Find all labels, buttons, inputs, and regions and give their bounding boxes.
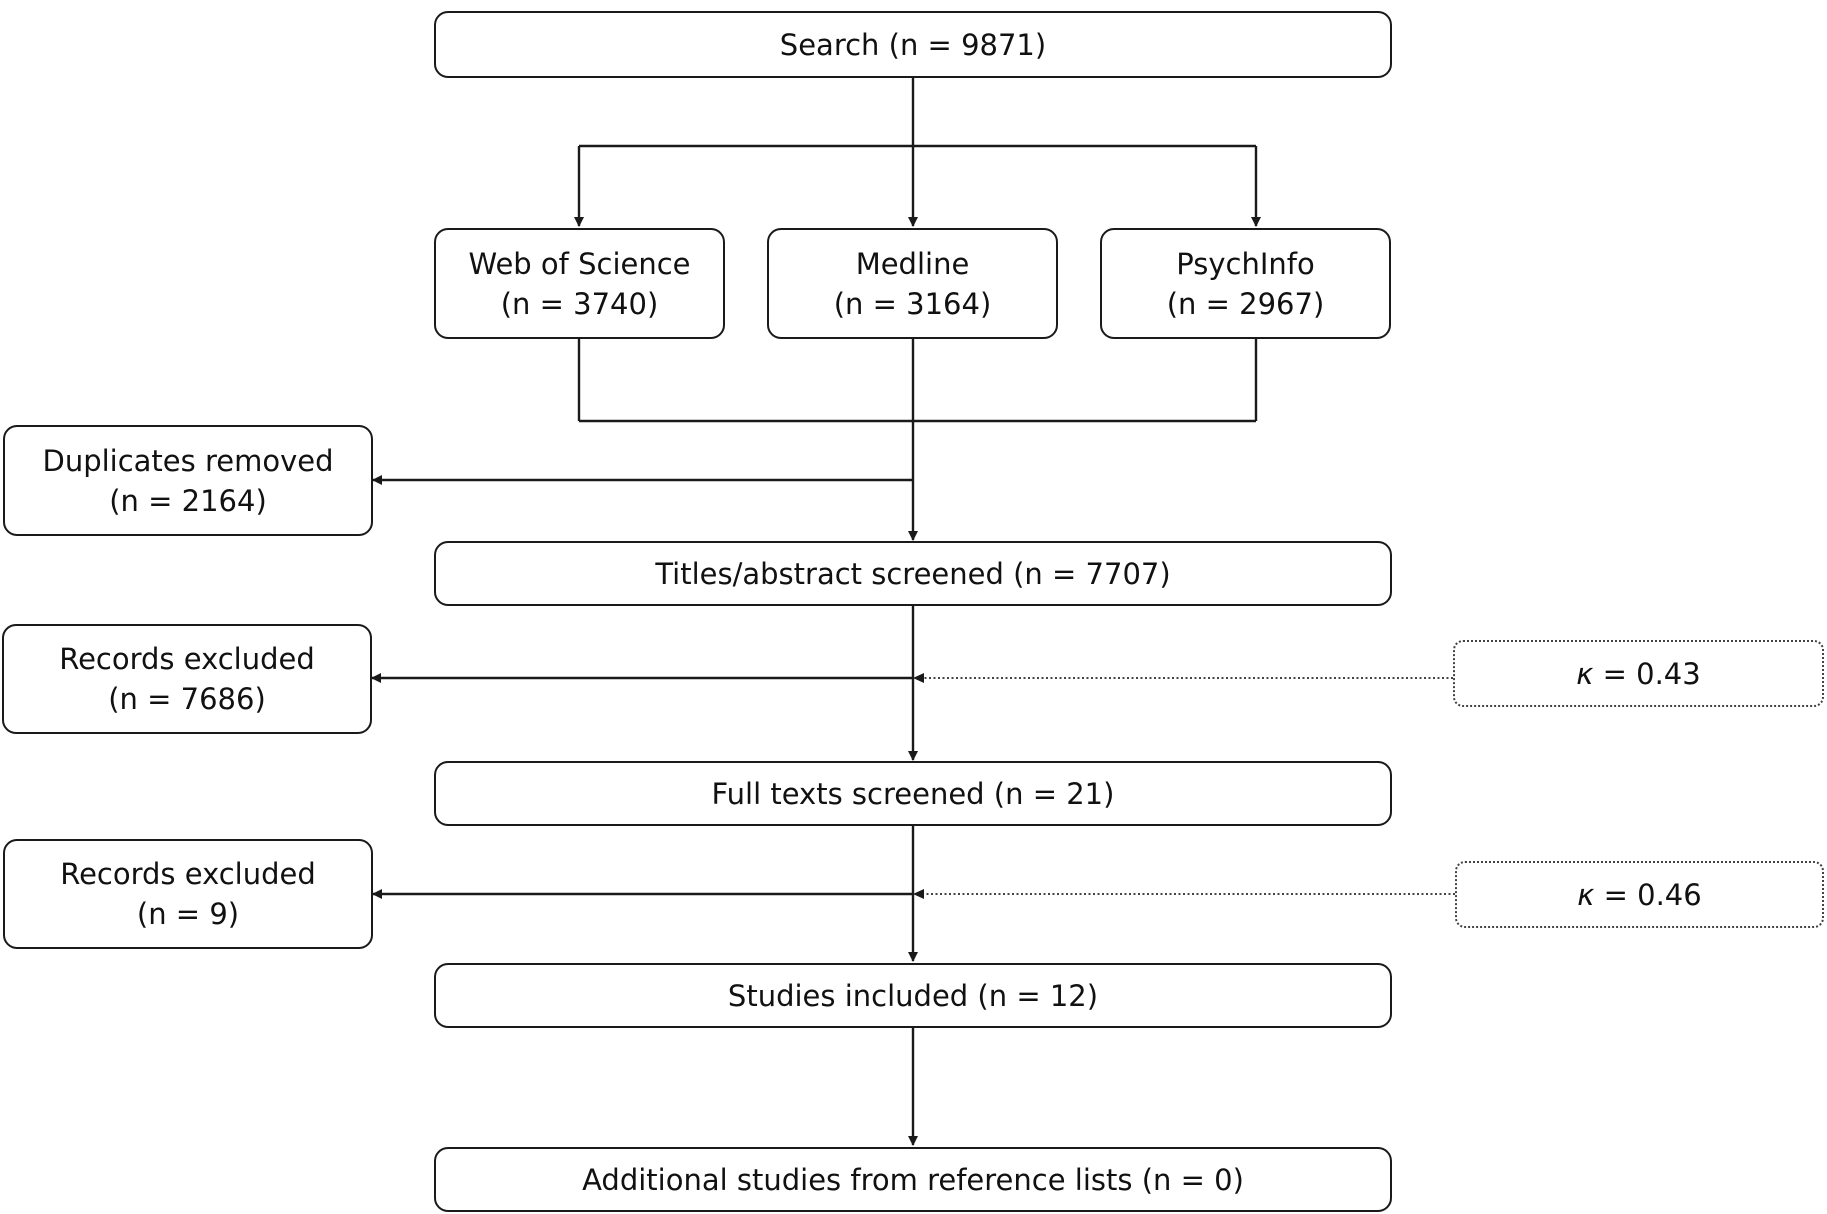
- excluded2-box: Records excluded (n = 9): [3, 839, 373, 949]
- included-label: Studies included (n = 12): [727, 978, 1099, 1013]
- medline-box: Medline (n = 3164): [767, 228, 1058, 339]
- kappa2-symbol: κ: [1577, 877, 1595, 912]
- kappa2-label: κ = 0.46: [1577, 875, 1701, 915]
- excluded1-name: Records excluded: [59, 642, 315, 676]
- kappa1-value: = 0.43: [1593, 656, 1701, 691]
- excluded1-box: Records excluded (n = 7686): [2, 624, 372, 734]
- kappa1-label: κ = 0.43: [1576, 654, 1700, 694]
- dotted-arrowhead-kappa1: [913, 673, 924, 683]
- kappa1-box: κ = 0.43: [1453, 640, 1824, 707]
- kappa1-symbol: κ: [1576, 656, 1594, 691]
- titles-box: Titles/abstract screened (n = 7707): [434, 541, 1392, 606]
- wos-count: (n = 3740): [500, 286, 659, 321]
- duplicates-name: Duplicates removed: [42, 443, 334, 478]
- fulltexts-label: Full texts screened (n = 21): [711, 776, 1115, 811]
- dotted-arrowhead-kappa2: [913, 889, 924, 899]
- fulltexts-box: Full texts screened (n = 21): [434, 761, 1392, 826]
- medline-name: Medline: [855, 246, 970, 281]
- included-box: Studies included (n = 12): [434, 963, 1392, 1028]
- wos-name: Web of Science: [468, 246, 691, 281]
- search-label: Search (n = 9871): [779, 27, 1047, 62]
- excluded2-count: (n = 9): [136, 897, 240, 931]
- wos-box: Web of Science (n = 3740): [434, 228, 725, 339]
- psychinfo-box: PsychInfo (n = 2967): [1100, 228, 1391, 339]
- medline-count: (n = 3164): [833, 286, 992, 321]
- search-box: Search (n = 9871): [434, 11, 1392, 78]
- excluded2-name: Records excluded: [60, 857, 316, 891]
- kappa2-value: = 0.46: [1594, 877, 1702, 912]
- additional-box: Additional studies from reference lists …: [434, 1147, 1392, 1212]
- additional-label: Additional studies from reference lists …: [582, 1162, 1244, 1197]
- titles-label: Titles/abstract screened (n = 7707): [655, 556, 1171, 591]
- duplicates-count: (n = 2164): [109, 483, 267, 518]
- excluded1-count: (n = 7686): [108, 682, 266, 716]
- kappa2-box: κ = 0.46: [1455, 861, 1824, 928]
- psychinfo-name: PsychInfo: [1176, 246, 1315, 281]
- psychinfo-count: (n = 2967): [1166, 286, 1325, 321]
- duplicates-box: Duplicates removed (n = 2164): [3, 425, 373, 536]
